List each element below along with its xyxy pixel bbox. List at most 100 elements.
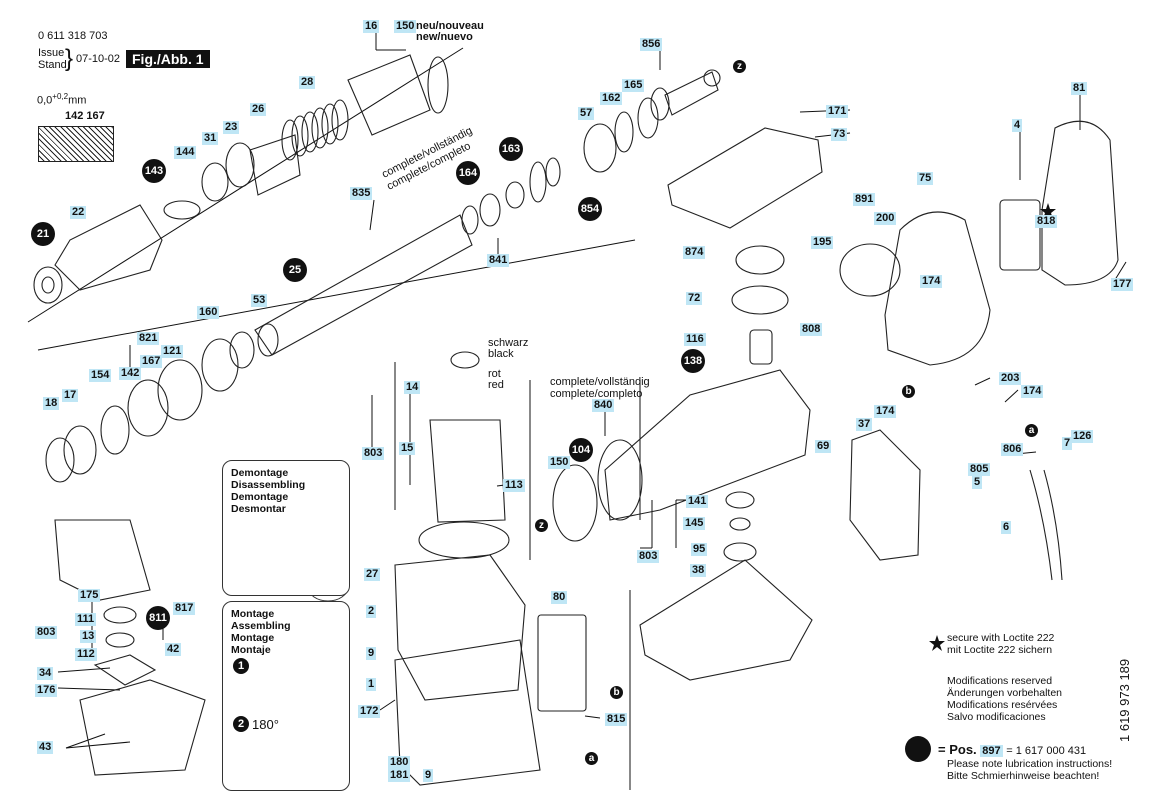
part_label-808: 808 — [800, 323, 823, 336]
part_label-34: 34 — [37, 667, 54, 680]
part_label-6: 6 — [1001, 521, 1012, 534]
dimension-inset — [38, 126, 114, 162]
part_label-891: 891 — [853, 193, 876, 206]
disassembly-title-2: Disassembling — [231, 479, 306, 491]
lube-pos: = Pos. 897 = 1 617 000 431 — [938, 742, 1086, 758]
part_label-165: 165 — [622, 79, 645, 92]
part_label-22: 22 — [70, 206, 87, 219]
note-new: new/nuevo — [416, 31, 473, 43]
part_label-195: 195 — [811, 236, 834, 249]
part_label-805: 805 — [968, 463, 991, 476]
part_label-821: 821 — [137, 332, 160, 345]
dimension-value: 0,0+0,2mm — [37, 92, 87, 107]
part_label-27: 27 — [364, 568, 381, 581]
part_label-17: 17 — [62, 389, 79, 402]
note-schwarz: schwarz — [488, 337, 529, 349]
doc-number: 0 611 318 703 — [38, 30, 108, 42]
issue-label: Issue — [38, 47, 65, 59]
part_label-840: 840 — [592, 399, 615, 412]
part_label-174: 174 — [920, 275, 943, 288]
mods-3: Modifications resérvées — [947, 699, 1058, 711]
note-red: red — [488, 379, 504, 391]
part_label-806: 806 — [1001, 443, 1024, 456]
part_label-142: 142 — [119, 367, 142, 380]
part_label-121: 121 — [161, 345, 184, 358]
part_label-14: 14 — [404, 381, 421, 394]
part_label-57: 57 — [578, 107, 595, 120]
assembly-title-1: Montage — [231, 608, 275, 620]
part_label-841: 841 — [487, 254, 510, 267]
small_label-b: b — [902, 385, 915, 398]
part_label-9: 9 — [423, 769, 434, 782]
part_label-4: 4 — [1012, 119, 1023, 132]
black_label-854: 854 — [578, 197, 602, 221]
black_label-25: 25 — [283, 258, 307, 282]
small_label-a: a — [585, 752, 598, 765]
disassembly-panel: Demontage Disassembling Demontage Desmon… — [222, 460, 350, 596]
lube-pos-number: 897 — [980, 745, 1003, 757]
issue-date: 07-10-02 — [76, 53, 121, 65]
part_label-81: 81 — [1071, 82, 1088, 95]
fig-title: Fig./Abb. 1 — [126, 50, 210, 68]
part_label-7: 7 — [1062, 437, 1073, 450]
part_label-162: 162 — [600, 92, 623, 105]
assembly-panel: Montage Assembling Montage Montaje — [222, 601, 350, 791]
black_label-164: 164 — [456, 161, 480, 185]
brace: } — [65, 45, 74, 72]
note-rot: rot — [488, 368, 501, 380]
assembly-title-2: Assembling — [231, 620, 291, 632]
lube-note-1: Please note lubrication instructions! — [947, 758, 1113, 770]
part_label-9: 9 — [366, 647, 377, 660]
part_label-160: 160 — [197, 306, 220, 319]
part_label-80: 80 — [551, 591, 568, 604]
disassembly-title-1: Demontage — [231, 467, 289, 479]
part_label-835: 835 — [350, 187, 373, 200]
part_label-5: 5 — [972, 476, 983, 489]
note-840-b: complete/completo — [550, 388, 643, 400]
part_label-13: 13 — [80, 630, 97, 643]
part_label-141: 141 — [686, 495, 709, 508]
part_label-31: 31 — [202, 132, 219, 145]
part_label-43: 43 — [37, 741, 54, 754]
part_label-817: 817 — [173, 602, 196, 615]
note-black: black — [488, 348, 514, 360]
black_label-104: 104 — [569, 438, 593, 462]
part_label-69: 69 — [815, 440, 832, 453]
small_label-b: b — [610, 686, 623, 699]
part_label-181: 181 — [388, 769, 411, 782]
small_label-a: a — [1025, 424, 1038, 437]
lube-pos-suffix: = 1 617 000 431 — [1006, 745, 1087, 757]
stand-label: Stand — [38, 59, 67, 71]
part_label-42: 42 — [165, 643, 182, 656]
part_label-874: 874 — [683, 246, 706, 259]
part_label-174: 174 — [1021, 385, 1044, 398]
small_label-z: z — [535, 519, 548, 532]
part_label-175: 175 — [78, 589, 101, 602]
part_label-176: 176 — [35, 684, 58, 697]
disassembly-title-3: Demontage — [231, 491, 289, 503]
assembly-step-2: 2 — [233, 716, 249, 732]
part_label-167: 167 — [140, 355, 163, 368]
mods-2: Änderungen vorbehalten — [947, 687, 1063, 699]
part_label-815: 815 — [605, 713, 628, 726]
part_label-150: 150 — [548, 456, 571, 469]
side-code: 1 619 973 189 — [1117, 658, 1132, 742]
assembly-step-1: 1 — [233, 658, 249, 674]
part_label-803: 803 — [637, 550, 660, 563]
mods-1: Modifications reserved — [947, 675, 1053, 687]
part_label-150: 150 — [394, 20, 417, 33]
black_label-21: 21 — [31, 222, 55, 246]
dimension-parts: 142 167 — [65, 110, 105, 122]
assembly-title-3: Montage — [231, 632, 275, 644]
part_label-95: 95 — [691, 543, 708, 556]
part_label-75: 75 — [917, 172, 934, 185]
black_label-811: 811 — [146, 606, 170, 630]
part_label-856: 856 — [640, 38, 663, 51]
small_label-z: z — [733, 60, 746, 73]
part_label-171: 171 — [826, 105, 849, 118]
part_label-200: 200 — [874, 212, 897, 225]
part_label-803: 803 — [35, 626, 58, 639]
part_label-1: 1 — [366, 678, 377, 691]
assembly-title-4: Montaje — [231, 644, 271, 656]
